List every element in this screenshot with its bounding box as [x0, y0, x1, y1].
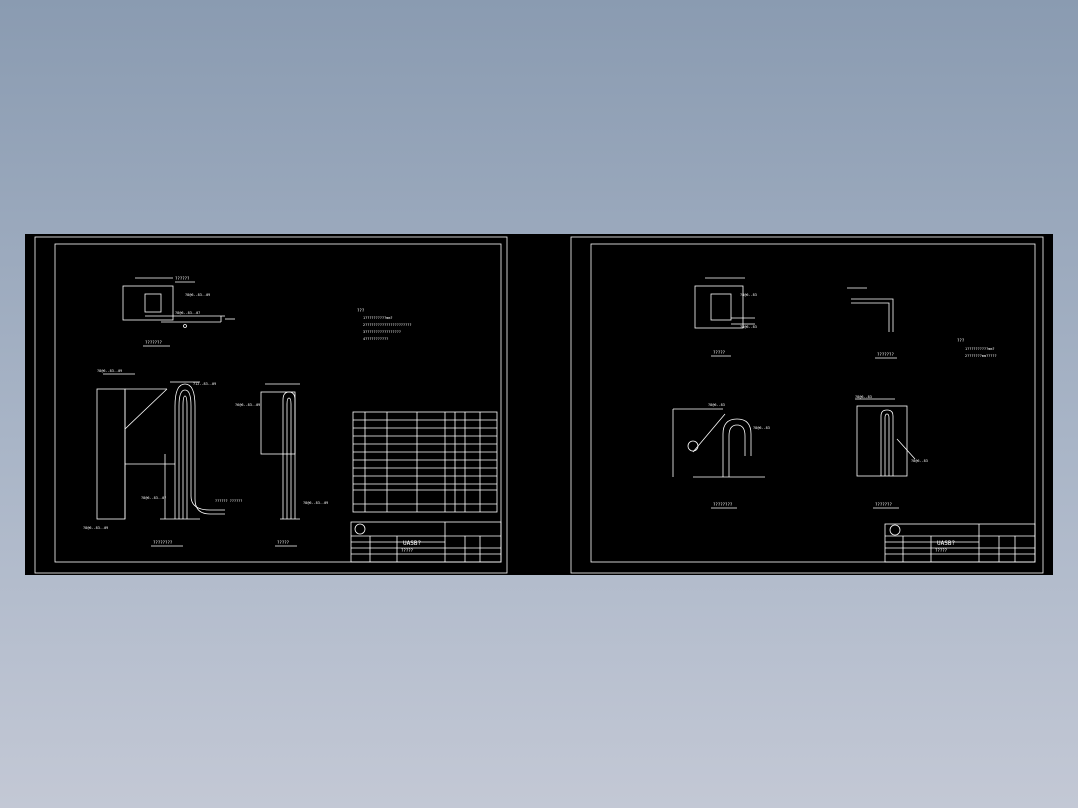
- view-caption-s1-3: ?????: [277, 540, 290, 545]
- view-caption-s1-1: ???????: [145, 340, 162, 345]
- sheet-1: ?????? ?8@6--83--09 ?8@6--83--07 ???????…: [34, 236, 508, 574]
- view-caption-s2-1: ?????: [713, 350, 726, 355]
- sheet-2-view-lbar: ???????: [847, 287, 897, 359]
- callout-s1-2: ?8@6--83--07: [175, 311, 200, 315]
- sheet-2-view-section: ?8@6--83 ?8@6--83 ???????: [855, 395, 928, 509]
- callout-s2-5: ?8@6--83: [855, 395, 872, 399]
- sheet-2-outer-border: [570, 236, 1044, 574]
- callout-s2-1: ?8@6--83: [740, 293, 757, 297]
- callout-s1-8: ?8@6--83--09: [303, 501, 328, 505]
- sheet-2-view-plan: ?8@6--83 ?8@6--83 ?????: [694, 277, 757, 357]
- sheet-1-material-table: [352, 411, 498, 513]
- sheet-2-title-block: UASB? ?????: [884, 523, 1036, 563]
- sheet-1-notes: ??? 1??????????mm? 2????????????????????…: [357, 308, 411, 341]
- sheet-1-title-block: UASB? ?????: [350, 521, 502, 563]
- view-caption-s2-2: ???????: [877, 352, 894, 357]
- drawing-canvas[interactable]: ?????? ?8@6--83--09 ?8@6--83--07 ???????…: [25, 234, 1053, 575]
- sheet-1-view-elevation: ?8@6--83--09 ?12--83--09 ?8@6--83--0? ?8…: [83, 369, 242, 547]
- note-s1-1: 1??????????mm?: [363, 316, 393, 320]
- callout-s1-6: ?8@6--83--09: [83, 526, 108, 530]
- notes-heading-s1: ???: [357, 308, 365, 313]
- svg-text:??????: ??????: [175, 276, 190, 281]
- callout-s1-1: ?8@6--83--09: [185, 293, 210, 297]
- note-s1-2: 2??????????????????????: [363, 323, 411, 327]
- callout-s2-2: ?8@6--83: [740, 325, 757, 329]
- sheet-1-view-side: ?6@6--83--09 ?8@6--83--09 ?????: [235, 383, 328, 547]
- sheet-2-view-hook: ?8@6--83 ?8@6--83 ????????: [672, 403, 770, 509]
- svg-text:?????? ??????: ?????? ??????: [215, 499, 242, 503]
- note-s2-1: 1??????????mm?: [965, 347, 995, 351]
- note-s2-2: 2???????mm?????: [965, 354, 997, 358]
- view-caption-s1-2: ????????: [153, 540, 173, 545]
- title-project-s2: UASB?: [937, 540, 955, 547]
- note-s1-4: 4???????????: [363, 337, 388, 341]
- callout-s2-3: ?8@6--83: [708, 403, 725, 407]
- sheet-1-outer-border: [34, 236, 508, 574]
- callout-s2-6: ?8@6--83: [911, 459, 928, 463]
- view-caption-s2-4: ???????: [875, 502, 892, 507]
- title-subtitle-s2: ?????: [935, 548, 948, 553]
- callout-s1-7: ?6@6--83--09: [235, 403, 260, 407]
- sheet-1-view-top-section: ?????? ?8@6--83--09 ?8@6--83--07 ???????: [122, 276, 235, 347]
- sheet-2-inner-border: [590, 243, 1036, 563]
- title-project-s1: UASB?: [403, 540, 421, 547]
- callout-s1-4: ?12--83--09: [193, 382, 216, 386]
- sheet-2-notes: ??? 1??????????mm? 2???????mm?????: [957, 338, 997, 358]
- sheet-1-inner-border: [54, 243, 502, 563]
- note-s1-3: 3?????????????????: [363, 330, 401, 334]
- callout-s2-4: ?8@6--83: [753, 426, 770, 430]
- sheet-2: ?8@6--83 ?8@6--83 ????? ??????? ??? 1??: [570, 236, 1044, 574]
- title-subtitle-s1: ?????: [401, 548, 414, 553]
- view-caption-s2-3: ????????: [713, 502, 733, 507]
- title-block-logo-s1: [354, 523, 366, 535]
- notes-heading-s2: ???: [957, 338, 965, 343]
- callout-s1-3: ?8@6--83--09: [97, 369, 122, 373]
- callout-s1-5: ?8@6--83--0?: [141, 496, 166, 500]
- title-block-logo-s2: [889, 524, 901, 536]
